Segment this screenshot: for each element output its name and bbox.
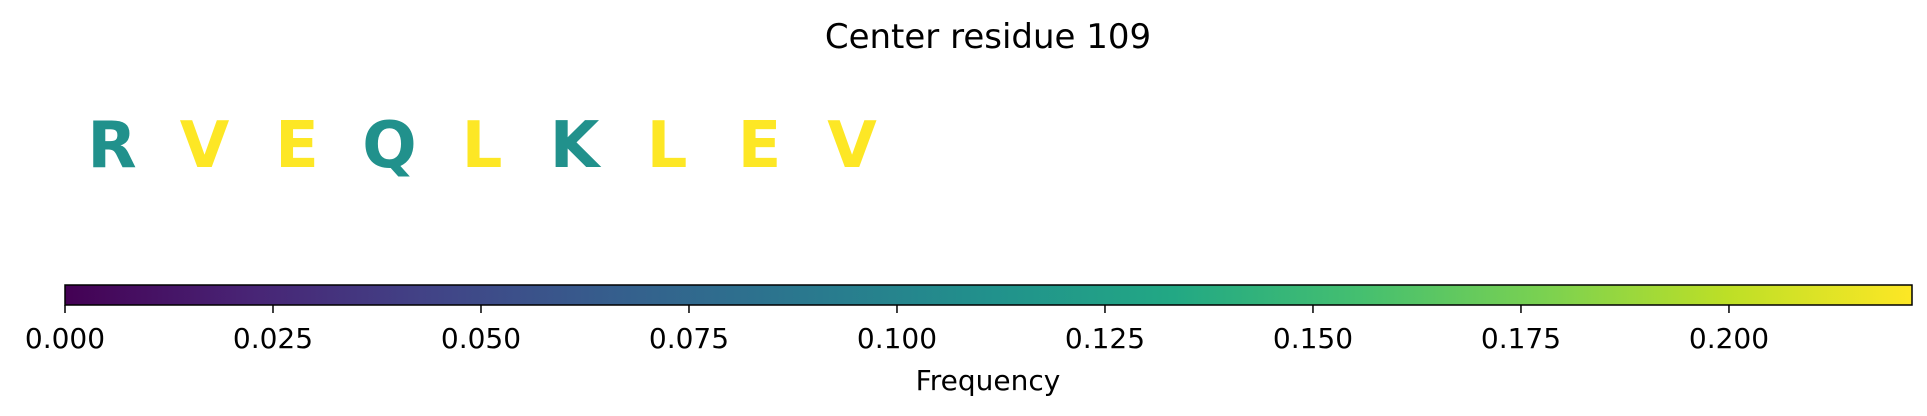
residue-letter: K (550, 109, 602, 183)
residue-letter: V (827, 109, 877, 183)
colorbar-tick-label: 0.000 (25, 322, 105, 355)
chart-title: Center residue 109 (825, 17, 1151, 57)
colorbar-gradient (64, 284, 1913, 306)
colorbar-tick-label: 0.150 (1273, 322, 1353, 355)
colorbar: 0.000 0.025 0.050 0.075 0.100 0.125 0.150 0.175… (25, 284, 1913, 397)
residue-letter: E (738, 109, 782, 183)
residue-letter: R (87, 109, 136, 183)
colorbar-label: Frequency (916, 364, 1061, 397)
colorbar-tick-label: 0.075 (649, 322, 729, 355)
residue-letter: Q (362, 109, 416, 183)
colorbar-tick-label: 0.125 (1065, 322, 1145, 355)
colorbar-tick-label: 0.025 (233, 322, 313, 355)
colorbar-ticks: 0.000 0.025 0.050 0.075 0.100 0.125 0.150 0.175… (25, 305, 1769, 355)
colorbar-tick-label: 0.050 (441, 322, 521, 355)
colorbar-tick-label: 0.100 (857, 322, 937, 355)
residue-letter: L (462, 109, 503, 183)
residue-letter: E (275, 109, 319, 183)
colorbar-tick-label: 0.200 (1689, 322, 1769, 355)
colorbar-tick-label: 0.175 (1481, 322, 1561, 355)
residue-letter: L (647, 109, 688, 183)
residue-letter: V (180, 109, 230, 183)
